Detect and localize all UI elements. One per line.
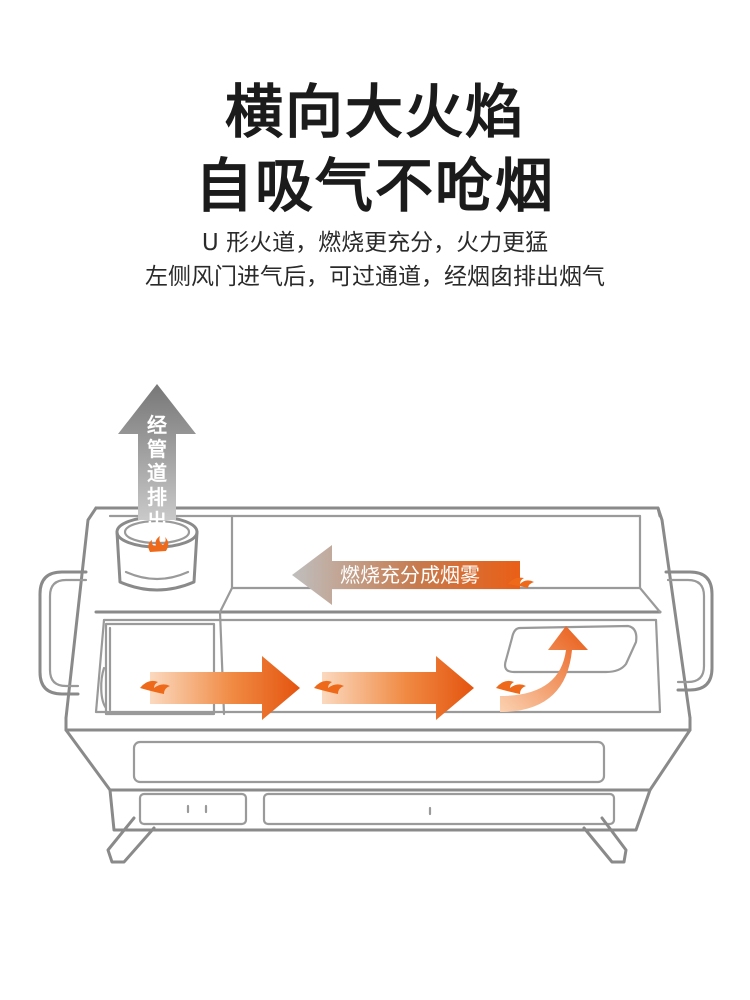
stove-body xyxy=(38,506,714,864)
smoke-label: 燃烧充分成烟雾 xyxy=(340,563,480,587)
exhaust-arrow: 经 管 道 排 出 xyxy=(118,384,196,533)
exhaust-arrow-icon xyxy=(118,384,196,520)
stove-top-back-edge xyxy=(94,506,662,518)
damper-handle xyxy=(100,666,108,710)
fire-flow xyxy=(140,626,588,720)
fire-curl-arrow xyxy=(500,626,588,712)
flame-icon-1 xyxy=(140,680,170,694)
base xyxy=(108,788,652,832)
fire-arrow-2 xyxy=(322,656,474,720)
smoke-arrow: 燃烧充分成烟雾 xyxy=(292,545,534,605)
firebox-door xyxy=(104,622,216,716)
lower-cabinet xyxy=(64,728,692,792)
drawer-right xyxy=(262,792,616,826)
chimney-flame-icon xyxy=(148,536,169,552)
burner-hole xyxy=(503,624,638,674)
exhaust-label-char-3: 道 xyxy=(147,461,167,485)
stove-right-post xyxy=(656,506,692,720)
handle-right-inner xyxy=(666,578,706,684)
flame-icon-3 xyxy=(496,680,526,694)
subtitle-line-1: U 形火道，燃烧更充分，火力更猛 xyxy=(201,230,549,256)
chimney-pot-band xyxy=(124,570,190,581)
leg-right xyxy=(582,816,628,864)
exhaust-label-char-2: 管 xyxy=(147,437,167,461)
chimney-pot xyxy=(115,515,199,592)
smoke-arrow-icon xyxy=(292,545,520,605)
headline-line-1: 横向大火焰 xyxy=(224,78,525,146)
flame-icon-2 xyxy=(314,680,344,694)
divider-right-joint xyxy=(638,586,662,614)
subtitle-line-2: 左侧风门进气后，可过通道，经烟囱排出烟气 xyxy=(145,264,605,290)
front-frame xyxy=(64,716,692,732)
chimney-pot-body xyxy=(115,530,199,592)
headline-line-2: 自吸气不呛烟 xyxy=(194,152,555,220)
exhaust-label-char-4: 排 xyxy=(147,485,167,509)
handle-right xyxy=(664,570,714,692)
handle-left-inner xyxy=(48,578,88,688)
smoke-flame-icon xyxy=(508,577,534,588)
divider-left-joint xyxy=(218,586,234,614)
leg-left xyxy=(106,816,156,864)
stove-left-post xyxy=(64,506,98,720)
fire-arrow-1 xyxy=(150,656,300,720)
handle-left xyxy=(38,570,88,696)
exhaust-label-char-1: 经 xyxy=(147,413,167,437)
drawer-left xyxy=(138,792,248,826)
front-panel xyxy=(132,740,606,784)
lower-chamber-walls xyxy=(94,618,662,714)
exhaust-label-char-5: 出 xyxy=(147,509,167,533)
